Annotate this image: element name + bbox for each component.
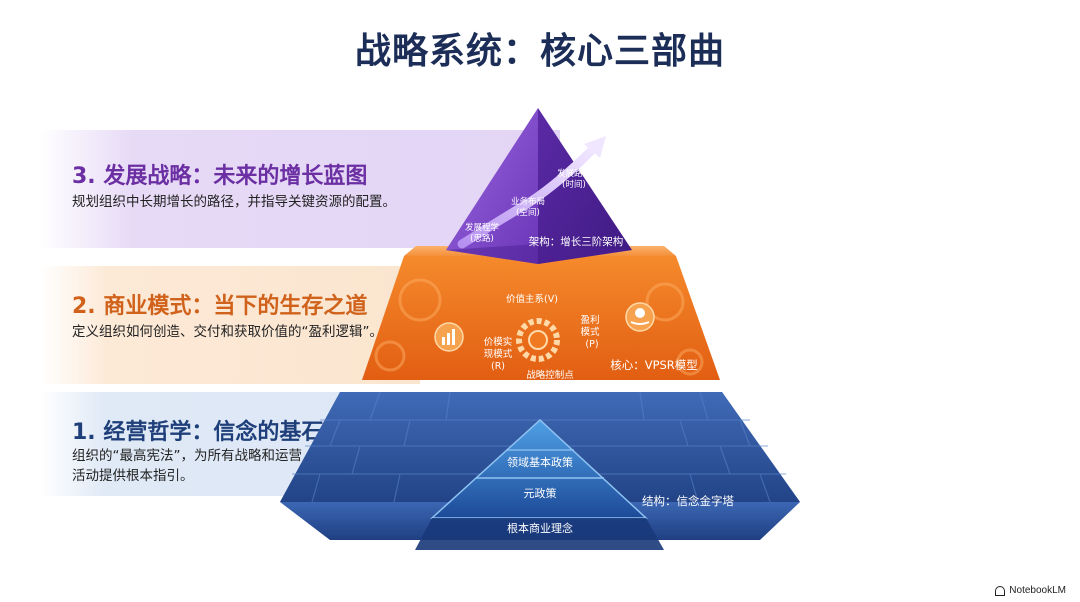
label-realize-2: 现模式 bbox=[484, 348, 513, 360]
label-belief-structure: 结构：信念金字塔 bbox=[642, 494, 734, 508]
brand-watermark: NotebookLM bbox=[995, 585, 1066, 596]
label-profit-2: 模式 bbox=[580, 326, 600, 338]
tier-top: 发展路线 (时间) 业务布局 (空间) 发展程学 (思路) 架构：增长三阶架构 bbox=[446, 108, 632, 264]
label-program-sub: (思路) bbox=[470, 233, 494, 244]
brand-name: NotebookLM bbox=[1009, 585, 1066, 596]
label-path-sub: (时间) bbox=[562, 179, 586, 190]
label-meta-policy: 元政策 bbox=[524, 486, 557, 500]
label-layout: 业务布局 bbox=[511, 196, 545, 207]
notebooklm-logo-icon bbox=[995, 586, 1005, 596]
label-value: 价值主系(V) bbox=[506, 293, 558, 305]
tier-middle: 价值主系(V) 盈利 模式 (P) 价模实 现模式 (R) 战略控制点 (S) … bbox=[362, 246, 720, 393]
chart-icon bbox=[435, 323, 463, 351]
label-growth-structure: 架构：增长三阶架构 bbox=[529, 235, 624, 248]
tier-base: 领域基本政策 元政策 根本商业理念 结构：信念金字塔 bbox=[280, 392, 800, 550]
label-path: 发展路线 bbox=[557, 168, 592, 179]
label-realize-3: (R) bbox=[491, 361, 505, 372]
label-layout-sub: (空间) bbox=[516, 207, 540, 218]
label-control-2: (S) bbox=[543, 382, 556, 393]
label-program: 发展程学 bbox=[465, 222, 500, 233]
label-policy: 领域基本政策 bbox=[507, 455, 573, 469]
label-profit-3: (P) bbox=[585, 339, 598, 350]
label-vpsr-core: 核心：VPSR模型 bbox=[610, 358, 698, 372]
label-profit-1: 盈利 bbox=[580, 314, 599, 326]
label-control-1: 战略控制点 bbox=[526, 369, 574, 381]
money-hand-icon bbox=[626, 303, 654, 331]
label-business-idea: 根本商业理念 bbox=[507, 521, 573, 535]
label-realize-1: 价模实 bbox=[484, 336, 513, 348]
